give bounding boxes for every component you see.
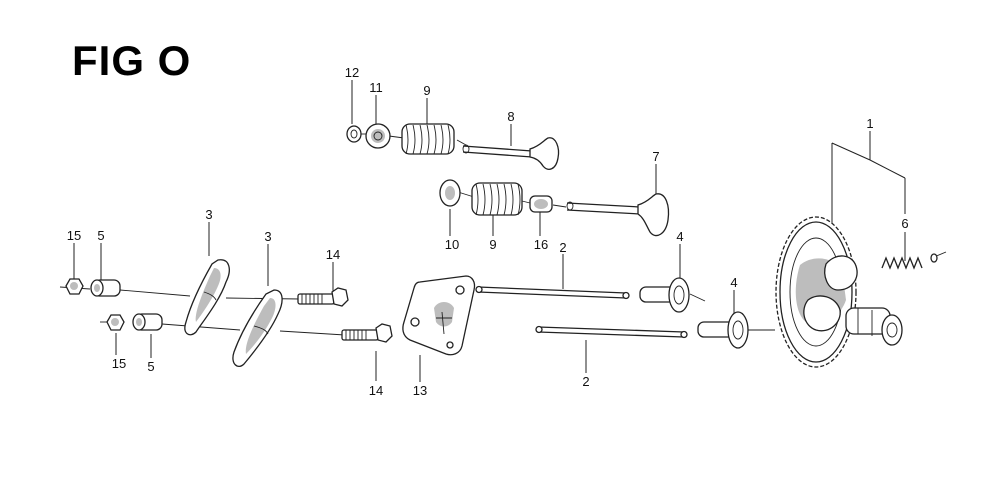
part-13-guide-plate	[402, 275, 476, 356]
figure-title: FIG O	[72, 37, 192, 84]
part-5-pivot-upper	[90, 279, 121, 297]
part-14-stud-bolt-lower	[341, 323, 393, 343]
callout-1: 1	[866, 116, 873, 131]
part-2-push-rod-upper	[475, 285, 630, 300]
callout-14-upper: 14	[326, 247, 340, 262]
part-2-push-rod-lower	[535, 325, 688, 339]
part-16-stem-seal	[529, 195, 553, 213]
part-11-spring-retainer	[365, 123, 391, 149]
callout-6: 6	[901, 216, 908, 231]
part-9-valve-spring-upper	[401, 123, 455, 155]
part-1-camshaft-gear	[775, 216, 903, 368]
part-8-valve	[462, 137, 560, 170]
callout-15-upper: 15	[67, 228, 81, 243]
callout-15-lower: 15	[112, 356, 126, 371]
part-5-pivot-lower	[132, 313, 163, 331]
callout-3-left: 3	[205, 207, 212, 222]
part-15-nut-lower	[106, 314, 125, 331]
leader-lines	[73, 80, 906, 382]
callout-13: 13	[413, 383, 427, 398]
part-12-valve-cotter	[346, 125, 362, 143]
callout-11: 11	[369, 80, 383, 95]
callout-3-right: 3	[264, 229, 271, 244]
callout-10: 10	[445, 237, 459, 252]
part-4-tappet-upper	[639, 277, 690, 313]
callout-8: 8	[507, 109, 514, 124]
callout-5-lower: 5	[147, 359, 154, 374]
callout-16: 16	[534, 237, 548, 252]
callout-5-upper: 5	[97, 228, 104, 243]
callout-14-lower: 14	[369, 383, 383, 398]
part-9-valve-spring-lower	[471, 182, 523, 216]
part-10-spring-retainer	[439, 179, 461, 207]
callout-labels: 1 2 2 3 3 4 4 5 5 6 7 8 9 9 10 11 12 13 …	[67, 65, 909, 398]
part-14-stud-bolt-upper	[297, 287, 349, 307]
callout-7: 7	[652, 149, 659, 164]
callout-2-upper: 2	[559, 240, 566, 255]
part-3-rocker-arm-right	[232, 289, 283, 367]
part-7-valve	[566, 193, 670, 237]
callout-4-upper: 4	[676, 229, 683, 244]
callout-2-lower: 2	[582, 374, 589, 389]
part-4-tappet-lower	[697, 311, 749, 349]
part-3-rocker-arm-left	[184, 259, 230, 336]
callout-4-lower: 4	[730, 275, 737, 290]
part-6-spring	[881, 253, 938, 270]
callout-12: 12	[345, 65, 359, 80]
callout-9-lower: 9	[489, 237, 496, 252]
callout-9-upper: 9	[423, 83, 430, 98]
part-15-nut-upper	[65, 278, 84, 295]
